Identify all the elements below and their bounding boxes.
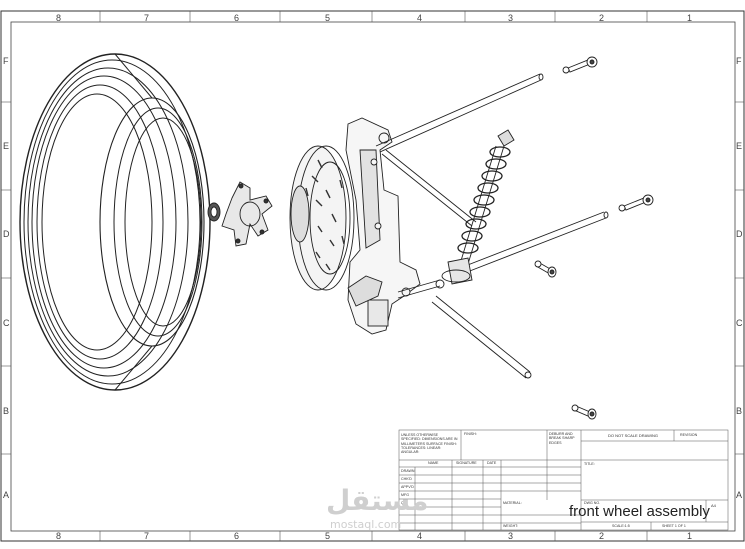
zone-ticks <box>1 11 744 541</box>
zone-right-E: E <box>736 141 743 151</box>
zone-top-6: 6 <box>234 13 240 23</box>
zone-bottom-5: 5 <box>325 531 331 541</box>
zone-left-F: F <box>3 56 9 66</box>
zone-right-B: B <box>736 406 743 416</box>
watermark-latin: mostaql.com <box>330 518 402 531</box>
brake-disc <box>289 145 355 291</box>
zone-top-1: 1 <box>687 13 693 23</box>
zone-left-B: B <box>3 406 10 416</box>
zone-bottom-4: 4 <box>417 531 423 541</box>
weight-label: WEIGHT: <box>503 524 518 528</box>
row-checked: CHK'D <box>401 477 412 481</box>
zone-left-A: A <box>3 490 10 500</box>
upright <box>345 117 421 335</box>
finish-label: FINISH: <box>464 432 477 436</box>
zone-bottom-2: 2 <box>599 531 605 541</box>
shock-absorber <box>435 129 515 289</box>
inner-frame <box>10 21 736 532</box>
wheel-hub <box>207 181 273 247</box>
sheet-size: A4 <box>711 503 716 508</box>
revision-label: REVISION <box>680 433 698 437</box>
row-drawn: DRAWN <box>401 469 415 473</box>
zone-top-3: 3 <box>508 13 514 23</box>
zone-right-A: A <box>736 490 743 500</box>
sheet-number: SHEET 1 OF 1 <box>662 524 686 528</box>
row-approved: APPV'D <box>401 485 414 489</box>
zone-top-4: 4 <box>417 13 423 23</box>
zone-bottom-6: 6 <box>234 531 240 541</box>
dwg-no-label: DWG NO. <box>584 501 601 505</box>
tolerance-note: UNLESS OTHERWISE SPECIFIED: DIMENSIONS A… <box>401 433 458 455</box>
title-block-frame <box>398 429 729 531</box>
do-not-scale-label: DO NOT SCALE DRAWING <box>608 433 659 438</box>
material-label: MATERIAL: <box>503 501 522 505</box>
zone-left-C: C <box>3 318 10 328</box>
col-signature-header: SIGNATURE <box>456 461 477 465</box>
drawing-title: front wheel assembly <box>569 503 710 520</box>
zone-right-F: F <box>736 56 742 66</box>
watermark-arabic: مستقل <box>326 484 429 517</box>
zone-top-8: 8 <box>56 13 62 23</box>
zone-bottom-7: 7 <box>144 531 150 541</box>
zone-left-D: D <box>3 229 10 239</box>
zone-bottom-3: 3 <box>508 531 514 541</box>
zone-left-E: E <box>3 141 10 151</box>
scale-label: SCALE:1:5 <box>612 524 630 528</box>
col-name-header: NAME <box>428 461 439 465</box>
row-qa: Q.A <box>401 501 408 505</box>
wishbone-rods <box>375 73 609 379</box>
deburr-note: DEBURR AND BREAK SHARP EDGES <box>549 432 575 445</box>
zone-bottom-1: 1 <box>687 531 693 541</box>
outer-frame <box>0 10 745 542</box>
zone-right-D: D <box>736 229 743 239</box>
rod-ends <box>534 56 654 420</box>
title-label: TITLE: <box>584 462 595 466</box>
zone-top-2: 2 <box>599 13 605 23</box>
tire <box>19 53 211 391</box>
col-date-header: DATE <box>487 461 497 465</box>
zone-top-5: 5 <box>325 13 331 23</box>
zone-right-C: C <box>736 318 743 328</box>
zone-top-7: 7 <box>144 13 150 23</box>
zone-bottom-8: 8 <box>56 531 62 541</box>
row-mfg: MFG <box>401 493 409 497</box>
